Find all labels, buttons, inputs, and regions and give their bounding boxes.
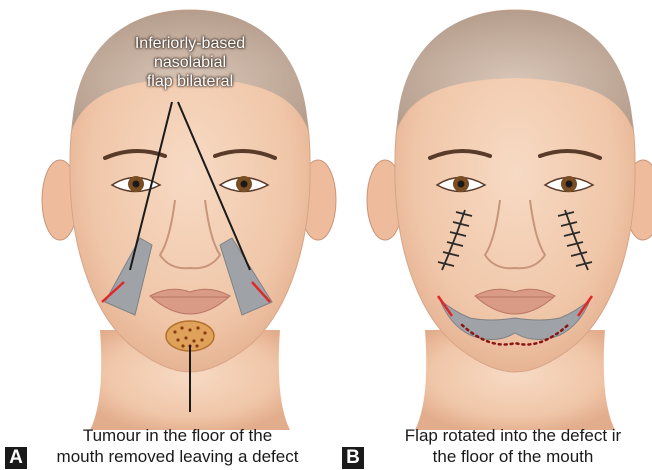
flap-label-line-3: flap bilateral bbox=[95, 72, 285, 91]
caption-b: Flap rotated into the defect ir the floo… bbox=[374, 425, 652, 467]
caption-a: Tumour in the floor of the mouth removed… bbox=[25, 425, 330, 467]
face-b bbox=[367, 10, 652, 430]
flap-label-line-2: nasolabial bbox=[95, 53, 285, 72]
caption-b-line-2: the floor of the mouth bbox=[374, 446, 652, 467]
panel-letter-a: A bbox=[5, 447, 27, 469]
panel-letter-b: B bbox=[342, 447, 364, 469]
caption-b-line-1: Flap rotated into the defect ir bbox=[374, 425, 652, 446]
caption-a-line-2: mouth removed leaving a defect bbox=[25, 446, 330, 467]
flap-label-line-1: Inferiorly-based bbox=[95, 34, 285, 53]
caption-a-line-1: Tumour in the floor of the bbox=[25, 425, 330, 446]
flap-label: Inferiorly-based nasolabial flap bilater… bbox=[95, 34, 285, 91]
